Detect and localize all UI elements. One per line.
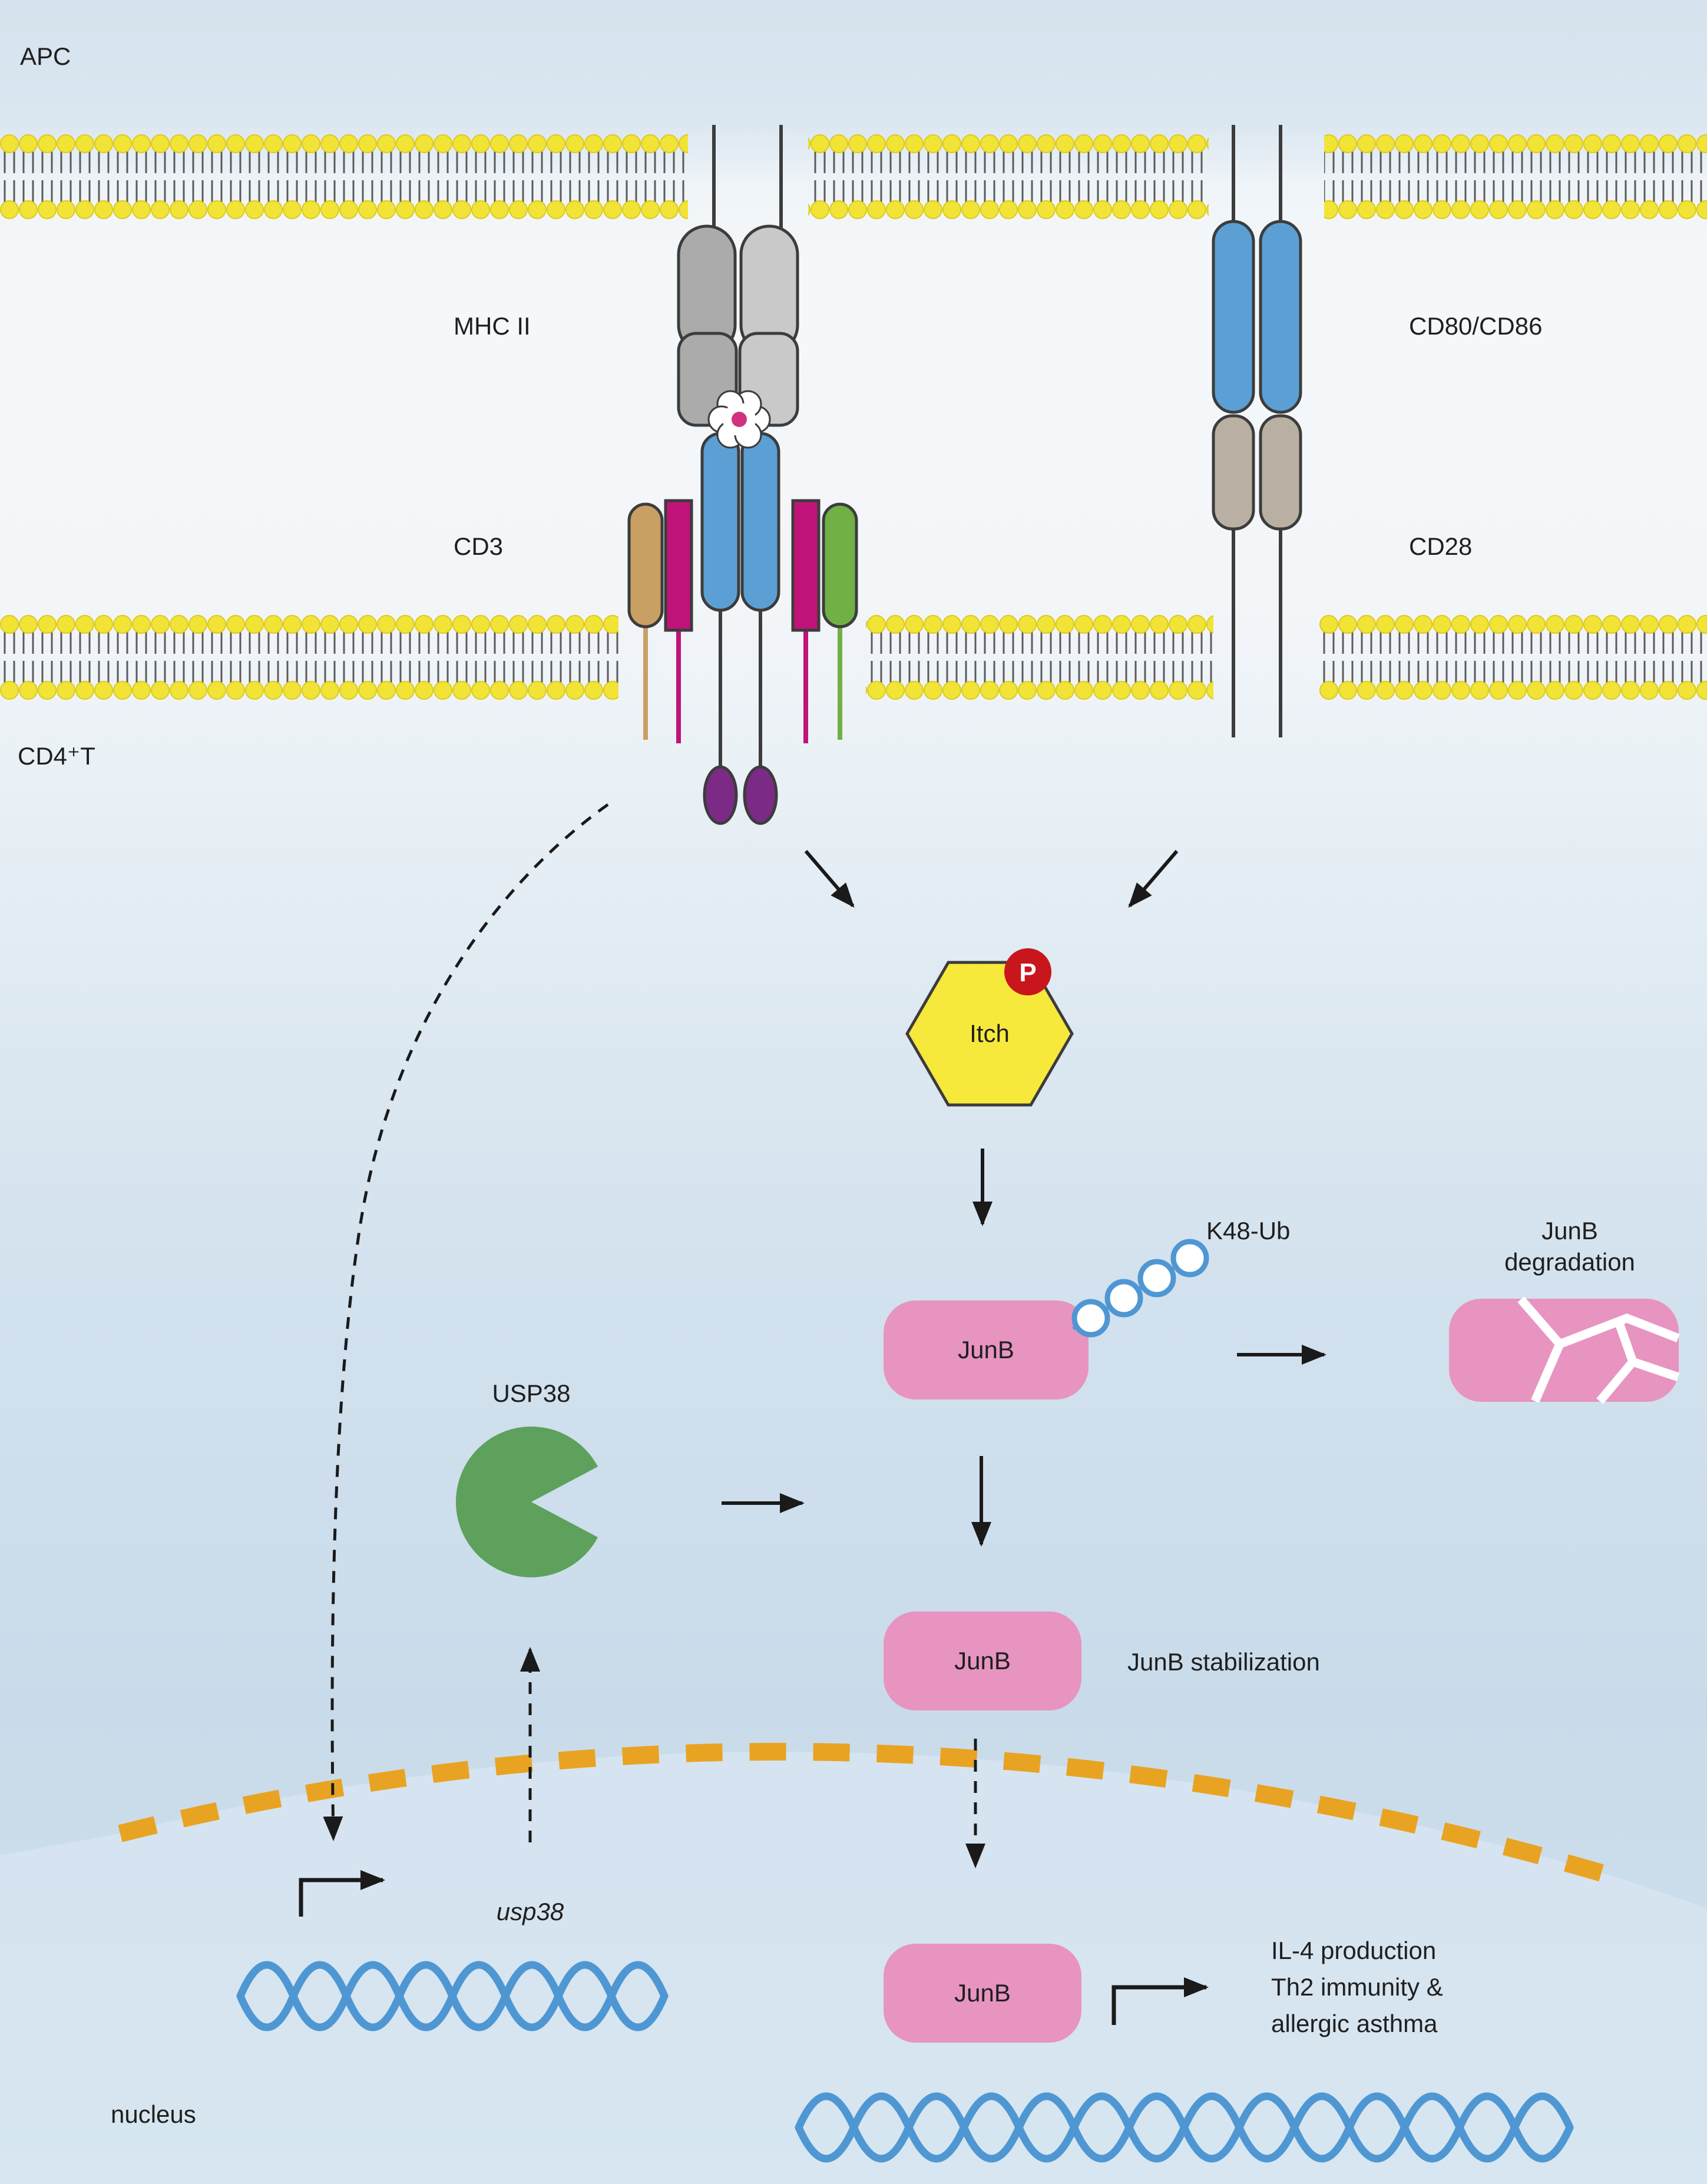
cd28-chain (1212, 414, 1255, 531)
ubiquitin-icon (1071, 1299, 1110, 1338)
cd3-delta-subunit (664, 499, 693, 632)
mhc2-complex (677, 125, 799, 427)
cd4t-label: CD4⁺T (18, 742, 95, 770)
membrane-segment (808, 134, 1209, 219)
peptide-antigen (707, 390, 771, 449)
cd3-zeta-domain (703, 765, 738, 825)
junb-degraded-shape (1449, 1296, 1680, 1404)
phospho-label: P (1019, 958, 1037, 987)
usp38-transcription-arrow (299, 1870, 385, 1917)
junb-fragments (1449, 1299, 1679, 1402)
il4-transcription-arrow (1111, 1977, 1209, 2025)
usp38-gene-dna (236, 1961, 669, 2031)
junb-ubiquitinated-shape (884, 1239, 1209, 1399)
crack-line (1631, 1357, 1680, 1382)
nucleus-label: nucleus (111, 2100, 196, 2128)
usp38-enzyme (455, 1427, 598, 1577)
phospho-badge (1004, 948, 1051, 995)
membrane-segment (0, 615, 618, 700)
junb-degradation-label: JunB degradation (1455, 1216, 1685, 1278)
peptide-core (732, 412, 747, 427)
junb-ubiquitinated-label: JunB (958, 1336, 1014, 1364)
tcr-beta-chain (740, 432, 780, 612)
tcr-alpha-chain (700, 432, 740, 612)
itch-enzyme (905, 948, 1074, 1107)
cd3-epsilon-subunit (627, 502, 664, 628)
membrane-apc (0, 134, 1707, 219)
crack-line (1558, 1313, 1680, 1348)
junb-nuclear-label: JunB (954, 1979, 1011, 2007)
cd80-chain (1212, 220, 1255, 414)
junb-stabilization-label: JunB stabilization (1127, 1648, 1320, 1676)
junb-protein (884, 1301, 1089, 1399)
membrane-segment (0, 134, 688, 219)
membrane-tcell (0, 615, 1707, 700)
cd86-chain (1259, 220, 1302, 414)
apc-label: APC (20, 42, 71, 70)
outcome-line3: allergic asthma (1271, 2010, 1438, 2037)
nucleus-region (0, 1752, 1707, 2184)
target-gene-dna (795, 2092, 1574, 2163)
itch-label: Itch (970, 1020, 1010, 1047)
cd80-cd86-label: CD80/CD86 (1409, 312, 1543, 340)
membrane-segment (1319, 615, 1707, 700)
junb-nuclear-shape (884, 1944, 1081, 2043)
cd28-chain (1259, 414, 1302, 531)
junb-degradation-line1: JunB (1541, 1217, 1598, 1245)
junb-stabilized-label: JunB (954, 1647, 1011, 1675)
ubiquitin-icon (1170, 1239, 1209, 1278)
cd28-complex (1212, 414, 1302, 737)
tcr-to-nucleus-dashed-arrow (323, 803, 609, 1841)
membrane-segment (1324, 134, 1707, 219)
cd3-gamma-subunit (791, 499, 821, 632)
tcr-signal-arrow (804, 850, 855, 908)
junb-stabilized-shape (884, 1611, 1081, 1710)
k48-ub-label: K48-Ub (1206, 1217, 1291, 1245)
mhc2-label: MHC II (454, 312, 531, 340)
usp38-protein-label: USP38 (492, 1379, 571, 1407)
cd3-complex (627, 499, 858, 743)
nuclear-envelope (118, 1743, 1629, 1889)
outcome-line2: Th2 immunity & (1271, 1973, 1443, 2001)
cd3-label: CD3 (454, 532, 504, 560)
membrane-segment (866, 615, 1213, 700)
tcr-complex (700, 432, 780, 825)
usp38-gene-label: usp38 (496, 1898, 564, 1925)
cd3-zeta-domain (743, 765, 778, 825)
cd28-signal-arrow (1128, 850, 1179, 908)
ubiquitin-icon (1137, 1259, 1176, 1298)
junb-degradation-line2: degradation (1504, 1247, 1635, 1276)
cd28-label: CD28 (1409, 532, 1473, 560)
cd80-cd86-complex (1212, 125, 1302, 414)
cd3-epsilon2-subunit (822, 502, 858, 628)
outcome-line1: IL-4 production (1271, 1937, 1437, 1964)
ubiquitin-icon (1104, 1279, 1143, 1318)
